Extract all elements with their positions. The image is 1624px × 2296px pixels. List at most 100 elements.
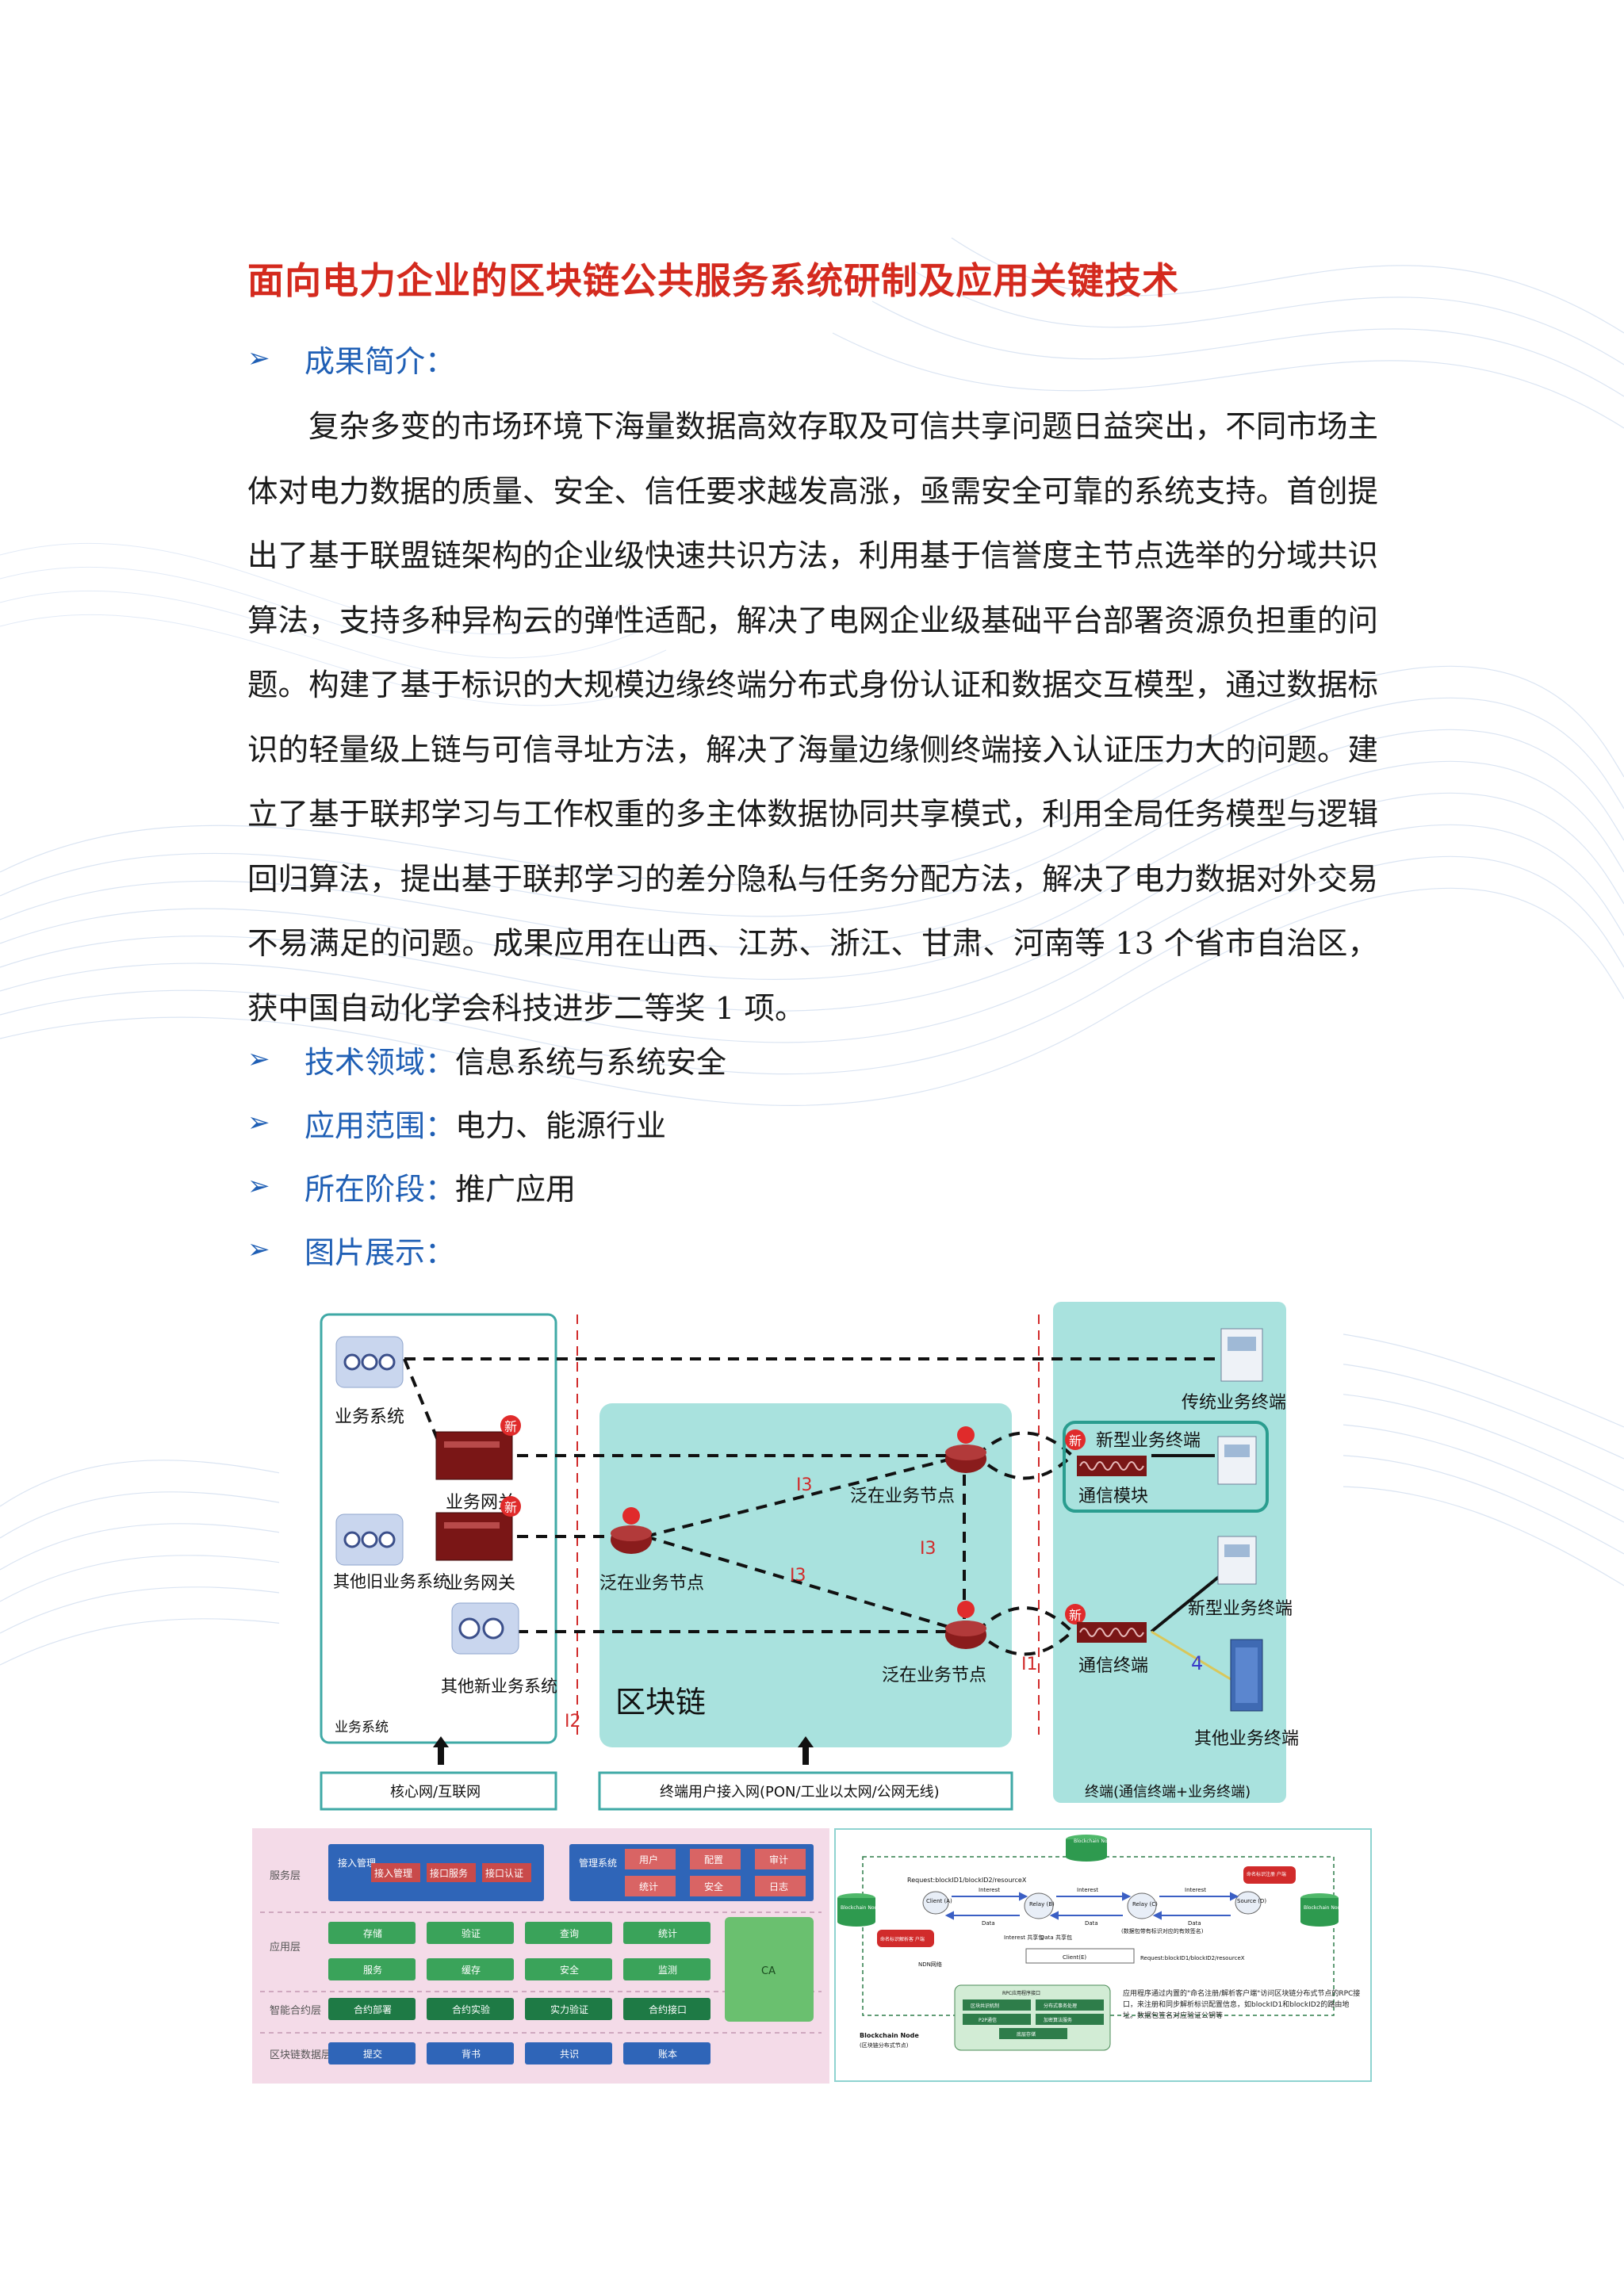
business-gateway-icon: 新 [435, 1496, 521, 1561]
section-tech-field: ➢ 技术领域： 信息系统与系统安全 [247, 1035, 726, 1083]
comm-module-label: 通信模块 [1078, 1487, 1148, 1506]
svg-text:I3: I3 [796, 1475, 813, 1495]
svg-text:Data: Data [1085, 1920, 1098, 1927]
svg-text:背书: 背书 [462, 2049, 481, 2060]
section-figures: ➢ 图片展示： [247, 1226, 455, 1273]
cabinet-icon [1230, 1639, 1263, 1712]
svg-text:统计: 统计 [639, 1881, 658, 1892]
router-node-bottom-icon [945, 1601, 986, 1649]
other-terminal-label: 其他业务终端 [1194, 1729, 1299, 1749]
svg-text:区块共识机制: 区块共识机制 [971, 2003, 999, 2009]
svg-text:管理系统: 管理系统 [579, 1857, 617, 1869]
svg-text:实力验证: 实力验证 [550, 2003, 588, 2015]
svg-text:4: 4 [1191, 1652, 1203, 1674]
blockchain-label: 区块链 [615, 1685, 706, 1720]
svg-text:核心网/互联网: 核心网/互联网 [390, 1784, 481, 1800]
svg-text:接入管理: 接入管理 [338, 1857, 376, 1869]
svg-text:终端用户接入网(PON/工业以太网/公网无线): 终端用户接入网(PON/工业以太网/公网无线) [660, 1784, 940, 1800]
router-node-top-icon [945, 1426, 986, 1473]
svg-text:查询: 查询 [560, 1928, 579, 1939]
svg-text:Interest 共享包: Interest 共享包 [1004, 1934, 1044, 1941]
business-system-label: 业务系统 [335, 1407, 404, 1427]
blockchain-node-icon [1066, 1835, 1107, 1862]
svg-text:服务: 服务 [363, 1964, 382, 1976]
section-label: 图片展示： [304, 1234, 456, 1270]
bullet-arrow-icon: ➢ [247, 1170, 270, 1202]
network-architecture-figure: 业务系统 新 业务网关 其他旧业务系统 新 业务网关 [279, 1283, 1343, 1819]
svg-text:审计: 审计 [769, 1854, 788, 1866]
svg-text:Relay (C): Relay (C) [1132, 1901, 1158, 1908]
svg-text:Client(E): Client(E) [1063, 1954, 1086, 1961]
svg-text:接入管理: 接入管理 [374, 1867, 412, 1879]
svg-text:安全: 安全 [704, 1881, 723, 1892]
bullet-arrow-icon: ➢ [247, 1043, 270, 1075]
svg-text:新: 新 [1069, 1608, 1082, 1623]
svg-text:I1: I1 [1021, 1655, 1038, 1674]
svg-text:命名标识注册 户端: 命名标识注册 户端 [1247, 1871, 1286, 1877]
svg-text:Interest: Interest [1077, 1887, 1098, 1893]
core-net-bar [320, 1771, 557, 1811]
svg-text:合约部署: 合约部署 [354, 2003, 392, 2015]
ca-block [725, 1917, 814, 2022]
flow-caption: 应用程序通过内置的"命名注册/解析客户端"访问区块链分布式节点的RPC接口，来注… [1123, 1990, 1361, 2020]
section-stage: ➢ 所在阶段： 推广应用 [247, 1162, 576, 1210]
svg-text:提交: 提交 [363, 2048, 382, 2060]
meter-icon [1217, 1436, 1257, 1485]
svg-text:安全: 安全 [560, 1964, 579, 1976]
svg-text:(数据包带有标识对应的有效签名): (数据包带有标识对应的有效签名) [1121, 1927, 1204, 1934]
svg-text:监测: 监测 [658, 1965, 677, 1976]
node-top-label: 泛在业务节点 [850, 1487, 955, 1506]
svg-text:Source (D): Source (D) [1237, 1898, 1266, 1904]
section-label: 所在阶段： [304, 1171, 456, 1207]
svg-text:底层存储: 底层存储 [1017, 2031, 1036, 2038]
svg-text:I3: I3 [920, 1539, 936, 1559]
terminal-bar-label: 终端(通信终端+业务终端) [1085, 1784, 1251, 1800]
blockchain-node-icon [1300, 1893, 1339, 1927]
svg-text:服务层: 服务层 [270, 1869, 301, 1882]
layered-architecture-figure: 服务层 应用层 智能合约层 区块链数据层 接入管理 接入管理 接口服务 接口认证 [252, 1828, 829, 2084]
svg-text:日志: 日志 [769, 1881, 788, 1892]
svg-text:共识: 共识 [560, 2049, 579, 2060]
comm-terminal-label: 通信终端 [1078, 1656, 1148, 1676]
business-group-caption: 业务系统 [335, 1720, 389, 1735]
svg-text:合约实验: 合约实验 [452, 2003, 490, 2015]
svg-text:应用层: 应用层 [270, 1941, 301, 1954]
svg-text:Data: Data [982, 1920, 995, 1927]
section-label: 技术领域： [304, 1044, 456, 1080]
svg-text:P2P通信: P2P通信 [979, 2017, 997, 2023]
business-gateway-label-2: 业务网关 [446, 1574, 515, 1594]
node-bottom-label: 泛在业务节点 [882, 1666, 986, 1686]
node-left-label: 泛在业务节点 [599, 1574, 704, 1594]
document-title: 面向电力企业的区块链公共服务系统研制及应用关键技术 [247, 259, 1179, 302]
svg-text:合约接口: 合约接口 [649, 2003, 687, 2015]
blockchain-area [599, 1403, 1012, 1747]
svg-text:Request:blockID1/blockID2/reso: Request:blockID1/blockID2/resourceX [1140, 1955, 1245, 1961]
svg-text:Relay (B): Relay (B) [1029, 1901, 1055, 1908]
svg-text:配置: 配置 [704, 1854, 723, 1866]
section-summary: ➢ 成果简介： [247, 335, 455, 382]
svg-text:Blockchain Node: Blockchain Node [860, 2032, 919, 2039]
svg-text:Blockchain Node: Blockchain Node [841, 1905, 880, 1911]
svg-text:接口服务: 接口服务 [430, 1867, 468, 1879]
section-label: 成果简介： [304, 343, 456, 379]
svg-text:Interest: Interest [1185, 1887, 1206, 1893]
comm-terminal-icon [1077, 1622, 1147, 1643]
svg-text:Request:blockID1/blockID2/reso: Request:blockID1/blockID2/resourceX [907, 1877, 1027, 1884]
business-gateway-icon: 新 [435, 1415, 521, 1480]
svg-text:Client (A): Client (A) [926, 1898, 952, 1904]
svg-text:新: 新 [504, 1500, 517, 1515]
svg-text:I2: I2 [565, 1712, 581, 1732]
comm-module-icon [1077, 1456, 1147, 1476]
svg-text:Blockchain Node: Blockchain Node [1304, 1905, 1343, 1911]
svg-text:命名标识解析客 户端: 命名标识解析客 户端 [880, 1936, 925, 1942]
ndn-flow-figure: Blockchain Node Blockchain Node Blockcha… [834, 1828, 1372, 2082]
bullet-arrow-icon: ➢ [247, 342, 270, 374]
bullet-arrow-icon: ➢ [247, 1234, 270, 1265]
svg-text:账本: 账本 [658, 2049, 677, 2060]
intro-text: 复杂多变的市场环境下海量数据高效存取及可信共享问题日益突出，不同市场主体对电力数… [247, 409, 1378, 1027]
meter-icon [1220, 1328, 1263, 1382]
svg-text:NDN网络: NDN网络 [918, 1961, 942, 1968]
traditional-terminal-label: 传统业务终端 [1182, 1393, 1286, 1413]
svg-text:接口认证: 接口认证 [485, 1867, 523, 1879]
